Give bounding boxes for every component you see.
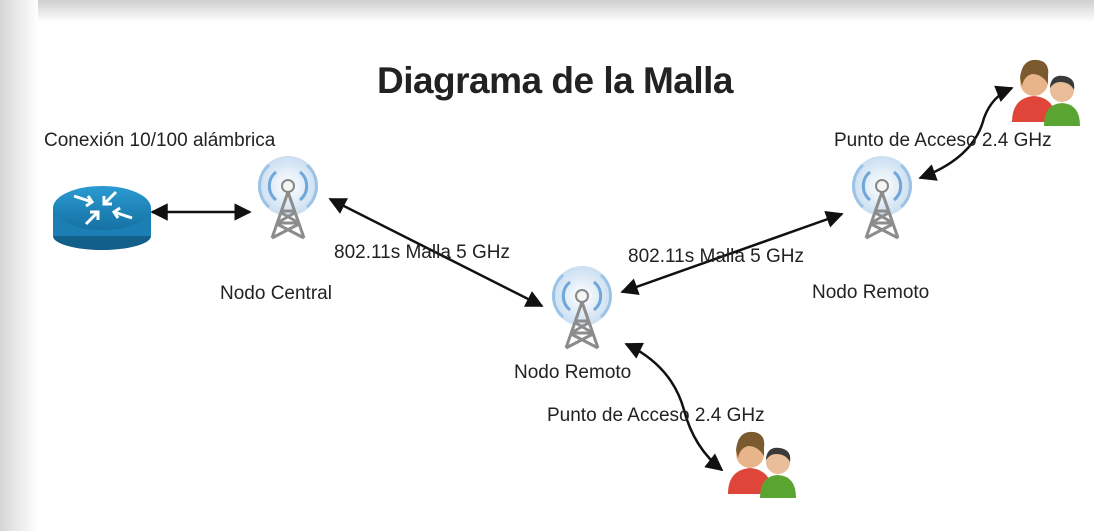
users-icon <box>1012 59 1080 126</box>
frame-shadow-left <box>0 0 38 531</box>
wired-connection-label: Conexión 10/100 alámbrica <box>44 130 276 151</box>
mesh-link-arrow-right <box>620 211 844 295</box>
access-link-arrow-top <box>918 85 1014 181</box>
frame-shadow-top <box>0 0 1094 22</box>
mesh-link-label-right: 802.11s Malla 5 GHz <box>628 246 805 267</box>
node-remote-right-label: Nodo Remoto <box>812 282 930 303</box>
node-central-label: Nodo Central <box>220 283 332 304</box>
diagram-title: Diagrama de la Malla <box>376 60 734 101</box>
antenna-tower-icon <box>256 154 320 240</box>
antenna-tower-icon <box>850 154 914 240</box>
access-point-label-bottom: Punto de Acceso 2.4 GHz <box>547 405 765 426</box>
antenna-tower-icon <box>550 264 614 350</box>
access-link-arrow-bottom <box>624 342 724 472</box>
users-icon <box>728 431 796 498</box>
node-remote-center-label: Nodo Remoto <box>514 362 632 383</box>
router-icon <box>53 186 151 250</box>
access-point-label-top: Punto de Acceso 2.4 GHz <box>834 130 1052 151</box>
mesh-link-arrow-left <box>328 197 544 308</box>
mesh-link-label-left: 802.11s Malla 5 GHz <box>334 242 511 263</box>
